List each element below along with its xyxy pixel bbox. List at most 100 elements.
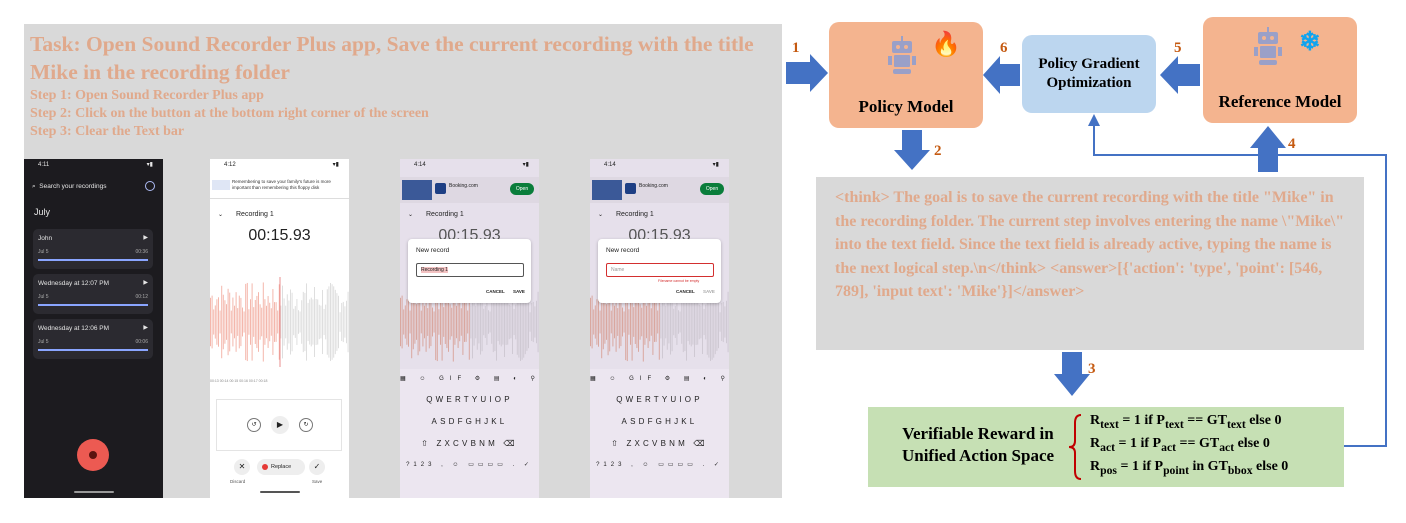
play-icon: ▶ — [143, 280, 148, 286]
step-number-4: 4 — [1288, 136, 1296, 152]
keyboard: ▦ ☺ GIF ⚙ ▤ ◐ ⚲ QWERTYUIOP ASDFGHJKL ⇧ Z… — [400, 369, 539, 498]
discard-button[interactable]: ✕ — [234, 459, 250, 475]
ad-image — [592, 180, 622, 200]
new-record-dialog: New record Recording 1 CANCEL SAVE — [408, 239, 531, 303]
error-message: Filename cannot be empty — [658, 279, 700, 283]
keyboard-row-3[interactable]: ⇧ ZXCVBNM ⌫ — [421, 439, 518, 448]
name-input[interactable]: Recording 1 — [416, 263, 524, 277]
forward-icon[interactable]: ↻ — [299, 418, 313, 432]
ad-logo — [212, 180, 230, 190]
search-input[interactable]: ⌕ Search your recordings — [32, 183, 107, 190]
discard-label: Discard — [230, 479, 246, 484]
name-input[interactable]: Name — [606, 263, 714, 277]
booking-logo — [625, 183, 636, 194]
task-step-3: Step 3: Clear the Text bar — [30, 124, 185, 139]
keyboard-row-2[interactable]: ASDFGHJKL — [431, 417, 508, 426]
policy-model-box: 🔥 Policy Model — [829, 22, 983, 128]
arrow-1 — [786, 54, 828, 92]
recording-name: Recording 1 — [426, 211, 464, 218]
chevron-down-icon[interactable]: ⌄ — [408, 212, 414, 218]
keyboard-row-2[interactable]: ASDFGHJKL — [621, 417, 698, 426]
save-label: Save — [312, 479, 323, 484]
keyboard-row-1[interactable]: QWERTYUIOP — [616, 395, 703, 404]
ad-banner[interactable] — [210, 177, 349, 199]
recording-name: Recording 1 — [236, 211, 274, 218]
save-button[interactable]: SAVE — [513, 289, 525, 294]
play-icon[interactable]: ▶ — [271, 416, 289, 434]
booking-logo — [435, 183, 446, 194]
task-step-1: Step 1: Open Sound Recorder Plus app — [30, 88, 264, 103]
ad-name: Booking.com — [449, 183, 478, 189]
playback-controls: ↺ ▶ ↻ — [216, 399, 342, 451]
robot-icon — [888, 36, 916, 74]
screenshot-dialog-cleared: 4:14▾▮ Booking.com Open ⌄ Recording 1 00… — [590, 159, 729, 498]
waveform — [590, 282, 729, 362]
keyboard-row-1[interactable]: QWERTYUIOP — [426, 395, 513, 404]
screenshot-home: 4:11▾▮ ⌕ Search your recordings July Joh… — [24, 159, 163, 498]
ad-image — [402, 180, 432, 200]
step-number-5: 5 — [1174, 40, 1182, 56]
timeline-ticks: 00:13 00:14 00:15 00:16 00:17 00:18 — [210, 379, 268, 383]
replace-button[interactable]: Replace — [257, 459, 305, 475]
month-header: July — [34, 207, 51, 217]
save-button[interactable]: ✓ — [309, 459, 325, 475]
home-indicator — [260, 491, 300, 493]
arrow-3 — [1054, 352, 1090, 396]
step-number-6: 6 — [1000, 40, 1008, 56]
task-title: Task: Open Sound Recorder Plus app, Save… — [30, 32, 754, 84]
timer: 00:15.93 — [248, 227, 311, 244]
save-button[interactable]: SAVE — [703, 289, 715, 294]
dialog-title: New record — [606, 247, 640, 254]
step-number-1: 1 — [792, 40, 800, 56]
cancel-button[interactable]: CANCEL — [676, 289, 695, 294]
reward-title: Verifiable Reward in Unified Action Spac… — [901, 424, 1055, 465]
task-step-2: Step 2: Click on the button at the botto… — [30, 106, 429, 121]
step-number-3: 3 — [1088, 361, 1096, 377]
reasoning-text: <think> The goal is to save the current … — [835, 189, 1345, 300]
reward-position-formula: Rpos = 1 if Ppoint in GTbbox else 0 — [1090, 459, 1289, 477]
keyboard-row-3[interactable]: ⇧ ZXCVBNM ⌫ — [611, 439, 708, 448]
bottom-controls: ✕ Replace ✓ Discard Save — [210, 459, 349, 489]
cancel-button[interactable]: CANCEL — [486, 289, 505, 294]
reference-model-box: ❄ Reference Model — [1203, 17, 1357, 123]
record-button[interactable] — [77, 439, 109, 471]
screenshot-recorder: 4:12▾▮ Remembering to save your family's… — [210, 159, 349, 498]
brace — [1068, 414, 1082, 480]
home-indicator — [74, 491, 114, 493]
reward-action-formula: Ract = 1 if Pact == GTact else 0 — [1090, 436, 1270, 454]
snowflake-icon: ❄ — [1299, 27, 1321, 56]
ad-open-button[interactable]: Open — [510, 183, 534, 195]
keyboard-row-4[interactable]: ?123 , ☺ ▭▭▭▭ . ✓ — [406, 462, 533, 468]
task-panel: Task: Open Sound Recorder Plus app, Save… — [24, 24, 782, 498]
keyboard-row-4[interactable]: ?123 , ☺ ▭▭▭▭ . ✓ — [596, 462, 723, 468]
account-icon[interactable] — [145, 181, 155, 191]
chevron-down-icon[interactable]: ⌄ — [218, 212, 224, 218]
robot-icon — [1254, 27, 1282, 65]
play-icon: ▶ — [143, 235, 148, 241]
reasoning-output-box: <think> The goal is to save the current … — [816, 177, 1364, 350]
chevron-down-icon[interactable]: ⌄ — [598, 212, 604, 218]
keyboard-toolbar: ▦ ☺ GIF ⚙ ▤ ◐ ⚲ — [590, 376, 729, 382]
rewind-icon[interactable]: ↺ — [247, 418, 261, 432]
ad-name: Booking.com — [639, 183, 668, 189]
keyboard: ▦ ☺ GIF ⚙ ▤ ◐ ⚲ QWERTYUIOP ASDFGHJKL ⇧ Z… — [590, 369, 729, 498]
step-number-2: 2 — [934, 143, 942, 159]
arrow-5 — [1160, 56, 1200, 94]
reference-model-label: Reference Model — [1218, 92, 1342, 111]
waveform — [210, 277, 349, 367]
arrow-2 — [894, 130, 930, 170]
reward-box: Verifiable Reward in Unified Action Spac… — [868, 407, 1344, 487]
screenshot-dialog-filled: 4:14▾▮ Booking.com Open ⌄ Recording 1 00… — [400, 159, 539, 498]
flame-icon: 🔥 — [931, 32, 961, 58]
keyboard-toolbar: ▦ ☺ GIF ⚙ ▤ ◐ ⚲ — [400, 376, 539, 382]
status-bar: 4:11▾▮ — [38, 162, 153, 168]
arrow-4 — [1250, 126, 1286, 172]
ad-open-button[interactable]: Open — [700, 183, 724, 195]
new-record-dialog: New record Name Filename cannot be empty… — [598, 239, 721, 303]
dialog-title: New record — [416, 247, 450, 254]
